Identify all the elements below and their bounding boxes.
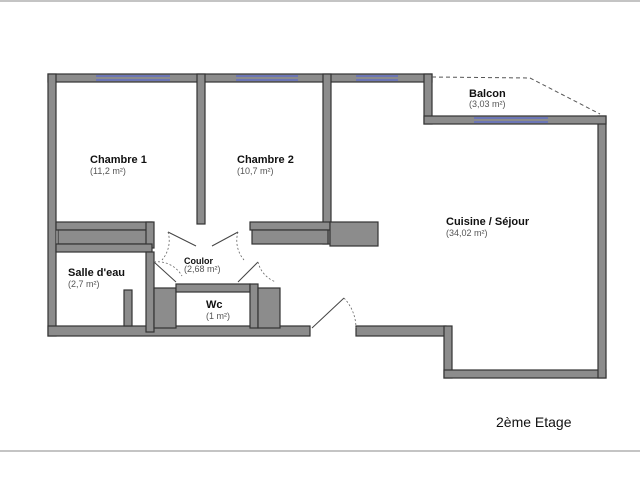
room-area-salle-eau: (2,7 m²)	[68, 279, 100, 289]
wall-bottom-left	[47, 325, 311, 337]
wall-left	[47, 73, 57, 337]
room-area-chambre1: (11,2 m²)	[90, 166, 126, 176]
interior-walls	[55, 73, 379, 333]
wall-c1-bottom	[55, 221, 153, 231]
wall-wc-left-block	[153, 287, 177, 329]
wall-c1-closet	[57, 229, 153, 245]
room-name-chambre2: Chambre 2	[237, 154, 294, 166]
door-salle-eau-arc	[153, 261, 183, 277]
wall-bottom-door-jamb	[355, 325, 447, 337]
wall-c1-c2	[196, 73, 206, 225]
wall-c2-sejour	[322, 73, 332, 245]
room-name-salle-eau: Salle d'eau	[68, 267, 125, 279]
door-wc-leaf	[237, 261, 259, 283]
wall-duct	[257, 287, 281, 329]
door-chambre2-arc	[236, 231, 245, 261]
room-name-couloir: Coulor	[184, 256, 213, 266]
room-name-chambre1: Chambre 1	[90, 154, 147, 166]
wall-top-left	[47, 73, 433, 83]
door-entry-leaf	[311, 297, 345, 329]
wall-c2-bottom	[249, 221, 331, 231]
doors	[153, 231, 357, 329]
wall-salle-eau-right	[145, 251, 155, 333]
wall-right	[597, 115, 607, 379]
room-name-cuisine: Cuisine / Séjour	[446, 216, 530, 228]
door-chambre1-leaf	[167, 231, 197, 247]
room-area-chambre2: (10,7 m²)	[237, 166, 274, 176]
room-area-cuisine: (34,02 m²)	[446, 228, 488, 238]
door-wc-arc	[257, 261, 277, 283]
wall-wc-right	[249, 283, 259, 329]
floor-label: 2ème Etage	[496, 414, 572, 430]
room-name-wc: Wc	[206, 299, 223, 311]
wall-sejour-cabinet	[329, 221, 379, 247]
wall-balcony-bottom	[423, 115, 607, 125]
room-area-balcon: (3,03 m²)	[469, 99, 506, 109]
door-salle-eau-leaf	[153, 261, 177, 283]
wall-c2-closet	[251, 229, 329, 245]
wall-salle-eau-column	[123, 289, 133, 327]
room-labels: Chambre 1 (11,2 m²) Chambre 2 (10,7 m²) …	[68, 88, 530, 321]
door-chambre2-leaf	[211, 231, 239, 247]
windows	[96, 75, 548, 123]
balcony-outline	[431, 76, 601, 115]
room-area-couloir: (2,68 m²)	[184, 264, 221, 274]
door-chambre1-arc	[161, 231, 170, 261]
room-name-balcon: Balcon	[469, 88, 506, 100]
room-area-wc: (1 m²)	[206, 311, 230, 321]
wall-wc-top	[175, 283, 251, 293]
wall-salle-eau-top	[55, 243, 153, 253]
wall-bottom-right	[443, 369, 607, 379]
door-entry-arc	[343, 297, 357, 329]
outer-walls	[47, 73, 607, 379]
